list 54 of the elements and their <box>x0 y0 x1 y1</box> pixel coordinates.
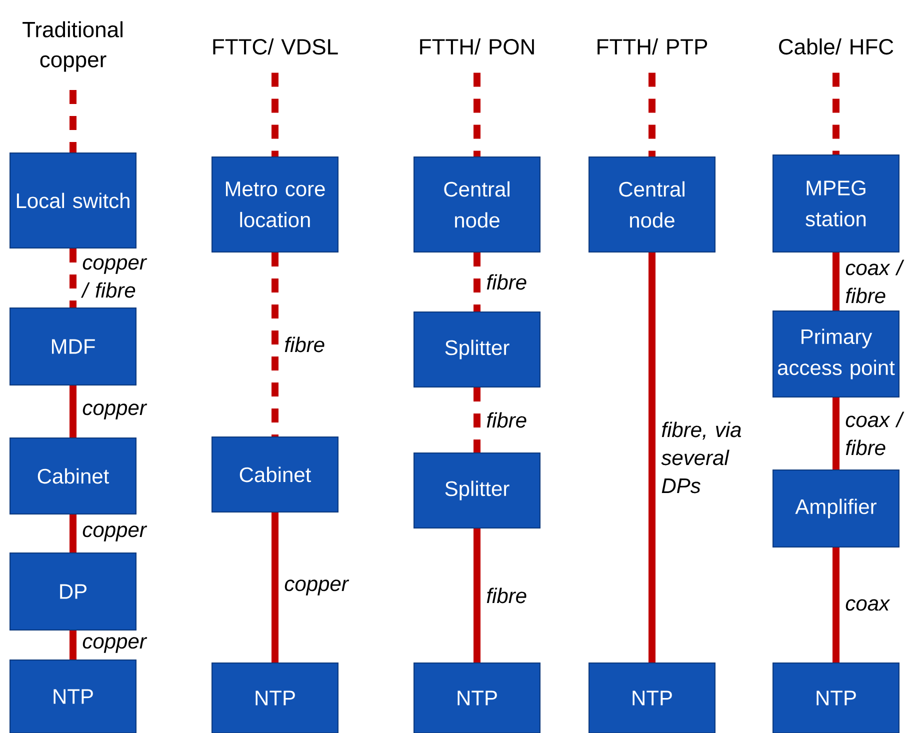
edge-label: fibre <box>486 412 526 428</box>
connector-line <box>474 528 480 662</box>
process-box: Splitter <box>414 312 540 388</box>
process-box: MDF <box>10 308 136 386</box>
process-box: Metro core location <box>212 156 338 252</box>
connector-line <box>832 252 840 310</box>
process-box: DP <box>10 552 136 630</box>
edge-label: copper <box>82 637 148 653</box>
edge-label: copper <box>82 526 148 542</box>
connector-line <box>832 548 840 662</box>
column-heading: Cable/ HFC <box>779 38 894 55</box>
process-box: Cabinet <box>212 436 338 512</box>
column-heading: FTTH/ PTP <box>598 38 708 55</box>
connector-line <box>474 388 480 452</box>
edge-label: coax / fibre <box>846 412 904 456</box>
process-box: NTP <box>772 662 900 733</box>
process-box: Splitter <box>414 452 540 528</box>
connector-line <box>648 252 656 662</box>
connector-line <box>832 398 840 470</box>
process-box: NTP <box>10 660 136 733</box>
edge-label: coax / fibre <box>846 260 904 304</box>
process-box: NTP <box>212 662 338 733</box>
edge-label: fibre <box>486 588 526 604</box>
column-heading: FTTC/ VDSL <box>213 38 338 55</box>
process-box: NTP <box>414 662 540 733</box>
edge-label: fibre <box>284 336 324 352</box>
process-box: Local switch <box>10 152 136 248</box>
process-box: NTP <box>588 662 716 733</box>
connector-line <box>70 514 76 552</box>
process-box: Central node <box>414 156 540 252</box>
process-box: Central node <box>588 156 716 252</box>
connector-line <box>474 252 480 312</box>
edge-label: copper <box>82 404 148 420</box>
connector-line <box>70 248 76 308</box>
edge-label: copper / fibre <box>81 258 148 298</box>
connector-line <box>474 72 480 156</box>
edge-label: coax <box>846 599 890 611</box>
edge-label: fibre, via several DPs <box>661 422 741 494</box>
process-box: MPEG station <box>772 154 900 252</box>
edge-label: copper <box>284 580 350 596</box>
connector-line <box>272 512 278 662</box>
process-box: Primary access point <box>772 310 900 398</box>
column-heading: FTTH/ PON <box>420 38 534 55</box>
column-heading: Traditional copper <box>22 21 122 72</box>
process-box: Amplifier <box>772 470 900 548</box>
connector-line <box>272 72 278 156</box>
connector-line <box>832 72 840 154</box>
connector-line <box>648 72 656 156</box>
edge-label: fibre <box>486 274 526 290</box>
connector-line <box>70 386 76 438</box>
connector-line <box>70 90 76 152</box>
process-box: Cabinet <box>10 438 136 514</box>
connector-line <box>272 252 278 436</box>
connector-line <box>70 630 76 660</box>
